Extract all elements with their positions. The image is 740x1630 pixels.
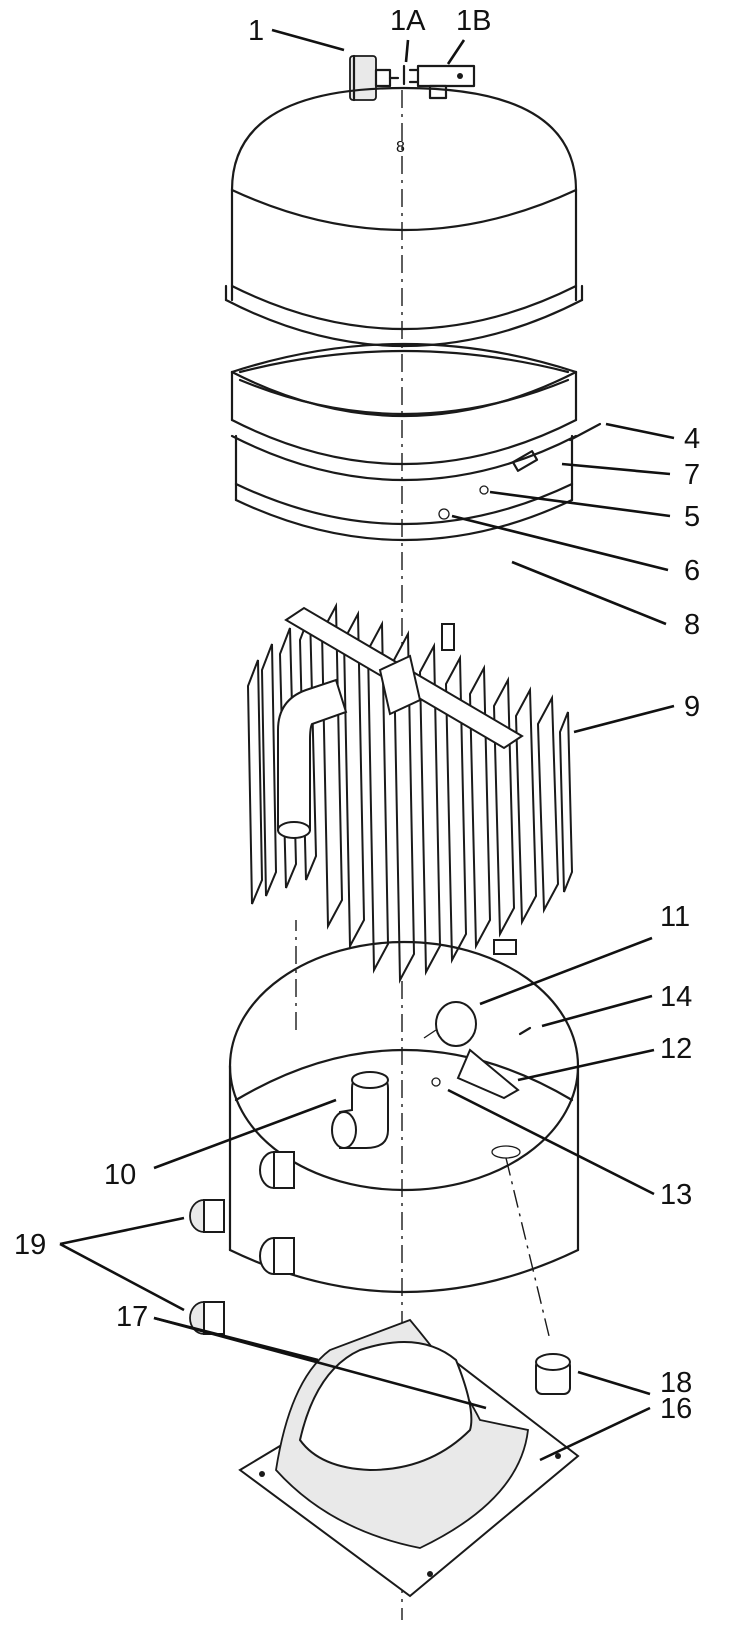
label-17: 17 <box>116 1301 148 1333</box>
part-9-finned-element <box>246 602 574 984</box>
label-8: 8 <box>684 609 700 641</box>
label-16: 16 <box>660 1393 692 1425</box>
label-4: 4 <box>684 423 700 455</box>
label-1b: 1B <box>456 5 491 37</box>
label-11: 11 <box>660 901 690 933</box>
part-1b-tee-valve <box>408 64 476 100</box>
label-14: 14 <box>660 981 692 1013</box>
tank-dome <box>224 86 584 348</box>
label-6: 6 <box>684 555 700 587</box>
label-9: 9 <box>684 691 700 723</box>
clamp-ring-assembly <box>230 342 602 541</box>
bottom-bowl <box>228 920 580 1341</box>
leader-lines <box>59 28 675 1462</box>
label-13: 13 <box>660 1179 692 1211</box>
label-19: 19 <box>14 1229 46 1261</box>
label-12: 12 <box>660 1033 692 1065</box>
label-1a: 1A <box>390 5 426 37</box>
label-18: 18 <box>660 1367 692 1399</box>
part-1-gauge <box>349 54 400 102</box>
label-tank-mark: 8 <box>396 139 405 156</box>
part-16-base-stand <box>238 1318 580 1598</box>
label-1: 1 <box>248 15 264 47</box>
label-5: 5 <box>684 501 700 533</box>
label-10: 10 <box>104 1159 136 1191</box>
label-7: 7 <box>684 459 700 491</box>
part-19-caps <box>189 1199 225 1335</box>
part-18-plug <box>535 1353 571 1395</box>
